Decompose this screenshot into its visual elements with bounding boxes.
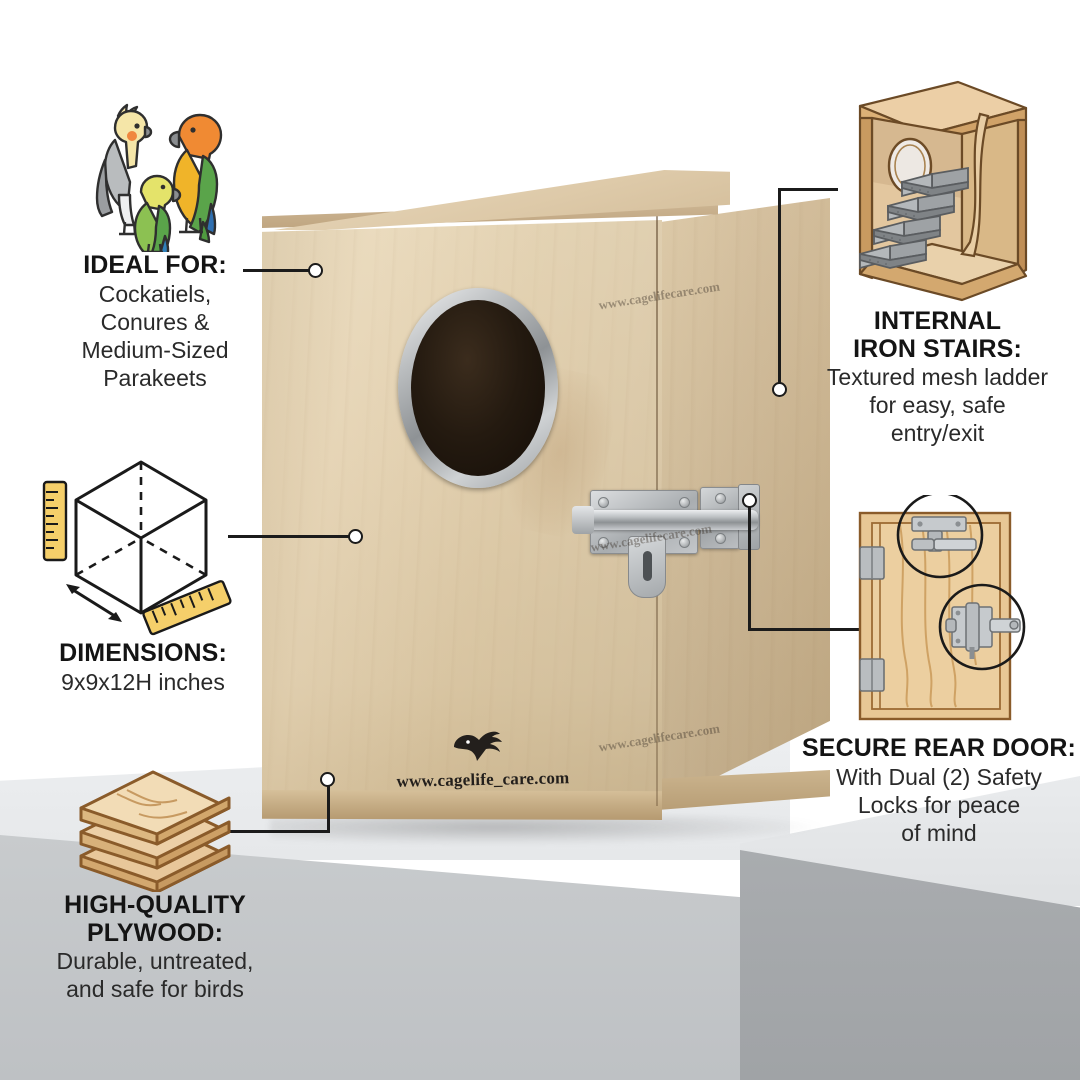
bird-logo-icon xyxy=(454,731,502,761)
callout-body-line: Textured mesh ladder xyxy=(826,364,1049,390)
latch-hasp xyxy=(628,536,666,598)
callout-body-line: Durable, untreated, xyxy=(56,948,254,974)
callout-title-line: HIGH-QUALITY xyxy=(64,891,246,919)
screw-icon xyxy=(679,537,690,548)
callout-body-line: for easy, safe xyxy=(869,392,1006,419)
entrance-hole-opening xyxy=(411,300,545,476)
callout-body-line: Parakeets xyxy=(103,364,207,391)
callout-title-line: INTERNAL xyxy=(873,307,1002,335)
callout-dimensions: DIMENSIONS: 9x9x12H inches xyxy=(18,440,268,696)
leader-endpoint-dot xyxy=(308,263,323,278)
rear-door-with-locks-icon xyxy=(858,495,1026,721)
brand-url-text: www.cagelife_care.com xyxy=(396,768,570,791)
callout-title: SECURE REAR DOOR: xyxy=(802,734,1076,762)
leader-endpoint-dot xyxy=(348,529,363,544)
three-parrots-icon xyxy=(95,103,223,252)
callout-body-line: Cockatiels, xyxy=(98,280,212,307)
latch-padlock-slot xyxy=(643,551,652,581)
callout-body-line: Locks for peace xyxy=(857,791,1021,818)
screw-icon xyxy=(715,493,726,504)
leader-endpoint-dot xyxy=(772,382,787,397)
callout-body-line: and safe for birds xyxy=(66,976,244,1003)
callout-title-line: PLYWOOD: xyxy=(87,918,223,947)
product-shadow xyxy=(270,815,830,845)
entrance-hole xyxy=(398,288,558,488)
latch-sliding-bolt[interactable] xyxy=(574,510,758,530)
callout-body-line: Conures & xyxy=(100,308,210,335)
callout-body-line: Medium-Sized xyxy=(81,336,229,363)
screw-icon xyxy=(715,533,726,544)
isometric-cube-with-rulers-icon xyxy=(42,460,232,636)
callout-body-line: With Dual (2) Safety xyxy=(836,763,1042,790)
callout-rear-door: SECURE REAR DOOR: With Dual (2) Safety L… xyxy=(800,495,1078,847)
callout-body-line: of mind xyxy=(901,819,977,846)
callout-ideal-for: IDEAL FOR: Cockatiels, Conures & Medium-… xyxy=(30,100,280,392)
brand-logo-main: www.cagelife_care.com xyxy=(368,725,598,791)
callout-plywood: HIGH-QUALITY PLYWOOD: Durable, untreated… xyxy=(10,770,300,1003)
screw-icon xyxy=(598,537,609,548)
callout-body-line: 9x9x12H inches xyxy=(61,668,225,695)
callout-title: IDEAL FOR: xyxy=(83,251,227,279)
nest-box-cutaway-with-stairs-icon xyxy=(858,80,1027,302)
callout-body-line: entry/exit xyxy=(890,420,985,447)
barrel-bolt-latch[interactable] xyxy=(572,470,762,600)
nest-box-bottom-rail xyxy=(262,790,662,820)
screw-icon xyxy=(598,497,609,508)
callout-internal-stairs: INTERNAL IRON STAIRS: Textured mesh ladd… xyxy=(800,78,1075,447)
callout-title-line: IRON STAIRS: xyxy=(853,334,1022,363)
leader-endpoint-dot xyxy=(320,772,335,787)
callout-title: DIMENSIONS: xyxy=(59,639,227,667)
leader-endpoint-dot xyxy=(742,493,757,508)
plywood-stack-icon xyxy=(79,770,231,892)
product-nest-box-photo: www.cagelife_care.com www.cagelifecare.c… xyxy=(250,170,830,845)
screw-icon xyxy=(679,497,690,508)
latch-knob[interactable] xyxy=(572,506,594,534)
